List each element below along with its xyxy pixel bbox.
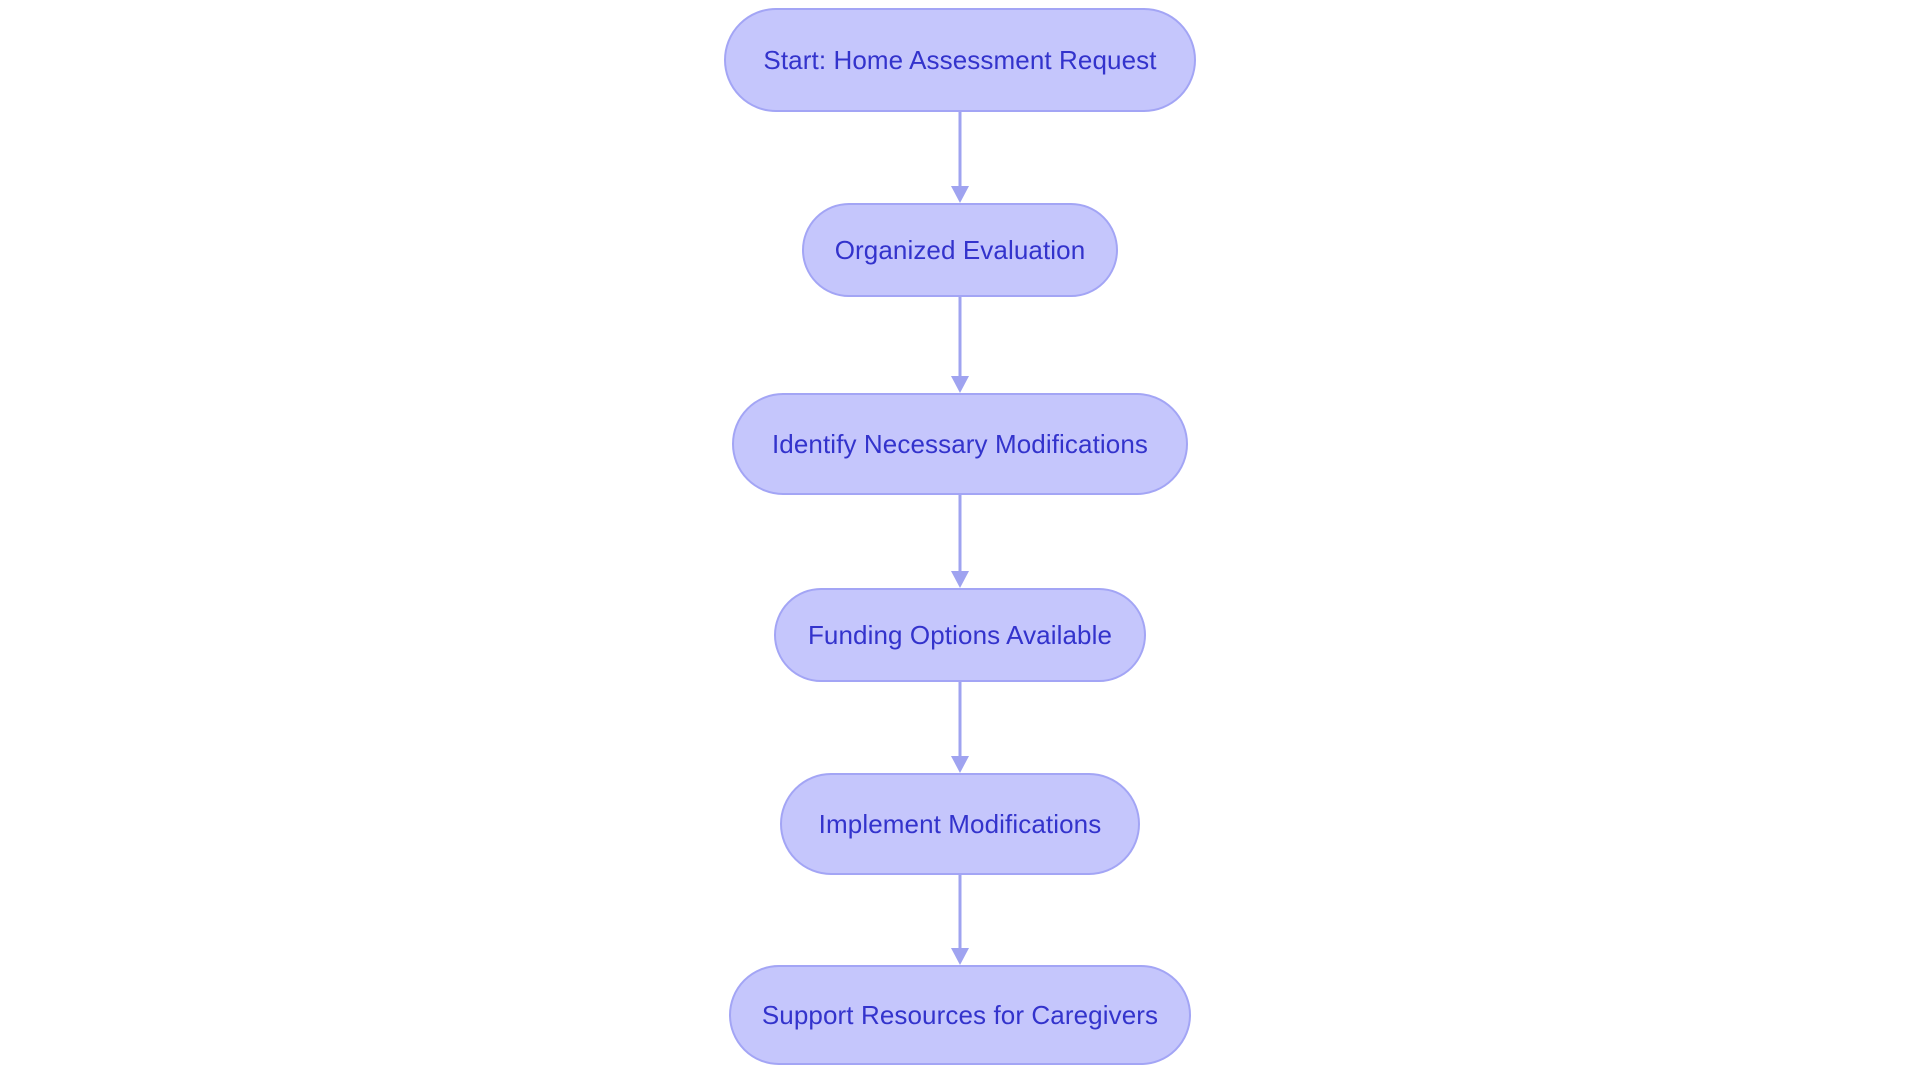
flowchart-node-organized-evaluation[interactable]: Organized Evaluation bbox=[802, 203, 1118, 297]
flowchart-node-support-resources-for-caregivers[interactable]: Support Resources for Caregivers bbox=[729, 965, 1191, 1065]
flowchart-arrow-4 bbox=[948, 682, 972, 773]
flowchart-node-funding-options-available[interactable]: Funding Options Available bbox=[774, 588, 1146, 682]
flowchart-node-label: Support Resources for Caregivers bbox=[761, 1000, 1159, 1030]
flowchart-node-implement-modifications[interactable]: Implement Modifications bbox=[780, 773, 1140, 875]
flowchart-node-identify-necessary-modifications[interactable]: Identify Necessary Modifications bbox=[732, 393, 1188, 495]
flowchart-node-label: Funding Options Available bbox=[807, 620, 1113, 650]
flowchart-arrow-5 bbox=[948, 875, 972, 965]
flowchart-node-label: Identify Necessary Modifications bbox=[771, 429, 1149, 459]
flowchart-arrow-3 bbox=[948, 495, 972, 588]
flowchart-arrow-1 bbox=[948, 112, 972, 203]
flowchart-node-label: Organized Evaluation bbox=[834, 235, 1086, 265]
flowchart-node-label: Start: Home Assessment Request bbox=[763, 45, 1157, 75]
flowchart-arrow-2 bbox=[948, 297, 972, 393]
flowchart-node-start-home-assessment-request[interactable]: Start: Home Assessment Request bbox=[724, 8, 1196, 112]
flowchart-node-label: Implement Modifications bbox=[818, 809, 1102, 839]
